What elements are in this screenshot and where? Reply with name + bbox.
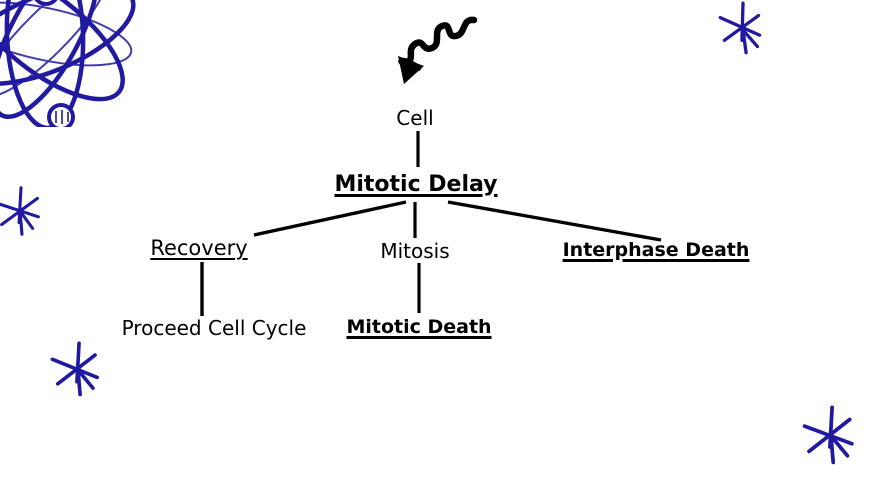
edge-mitotic-delay-interphase-death — [447, 200, 662, 242]
node-mitotic-delay: Mitotic Delay — [334, 172, 498, 197]
node-mitotic-death: Mitotic Death — [346, 316, 492, 338]
edge-mitotic-delay-recovery — [253, 200, 407, 237]
radiation-arrow — [398, 16, 478, 84]
node-cell: Cell — [396, 106, 434, 130]
node-interphase-death: Interphase Death — [562, 239, 750, 261]
node-proceed-cell-cycle: Proceed Cell Cycle — [121, 316, 307, 340]
node-mitosis: Mitosis — [380, 239, 450, 263]
node-recovery: Recovery — [150, 236, 248, 260]
